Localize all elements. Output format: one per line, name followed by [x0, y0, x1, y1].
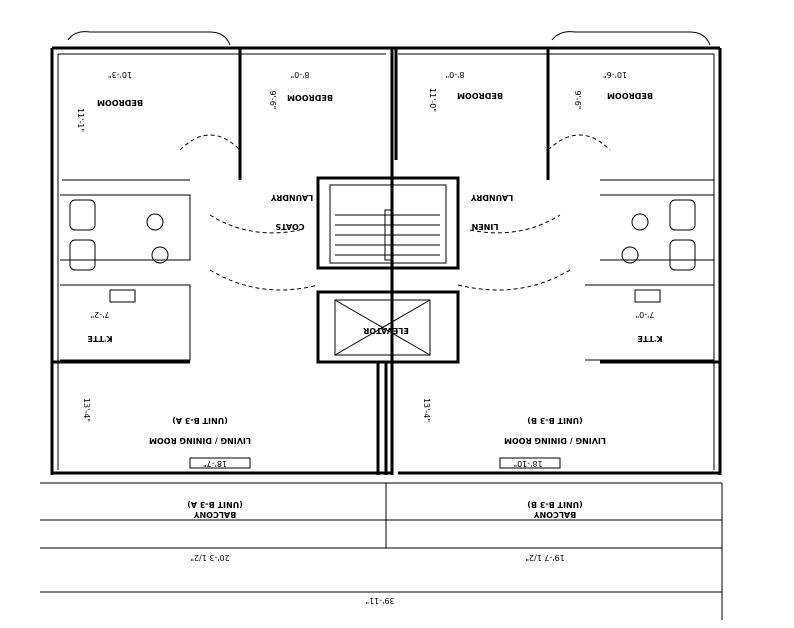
living-b-width: 18'-10" [513, 459, 542, 468]
walls [40, 31, 723, 620]
laundry-a-label: LAUNDRY [271, 193, 314, 202]
bedroom-2-depth: 9'-6" [268, 91, 277, 110]
kitchen-a-label: K'TTE [87, 334, 112, 343]
kitchen-b-label: K'TTE [637, 334, 662, 343]
bedroom-3-depth: 11'-0" [428, 88, 437, 112]
kitchen-b-dim: 7'-0" [636, 310, 655, 319]
balcony-a-unit: (UNIT B-3 A) [187, 500, 243, 509]
balcony-a-label: BALCONY [194, 510, 237, 519]
balcony-b-dim: 19'-7 1/2" [525, 553, 564, 562]
room-labels: BEDROOM 10'-3" 11'-1" BEDROOM 8'-0" 9'-6… [76, 70, 663, 605]
living-b-unit: (UNIT B-3 B) [527, 416, 583, 425]
living-a-unit: (UNIT B-3 A) [172, 416, 228, 425]
bedroom-1-width: 10'-3" [108, 70, 132, 79]
linen-closet-label: LINEN [472, 222, 499, 231]
elevator-label: ELEVATOR [363, 326, 409, 335]
living-a-label: LIVING / DINING ROOM [149, 436, 251, 445]
living-b-depth: 13'-4" [422, 398, 431, 422]
kitchen-a-dim: 7'-2" [91, 310, 110, 319]
bedroom-4-label: BEDROOM [607, 91, 653, 100]
laundry-b-label: LAUNDRY [471, 193, 514, 202]
bedroom-4-width: 10'-6" [603, 70, 627, 79]
bedroom-1-label: BEDROOM [97, 98, 143, 107]
bedroom-1-depth: 11'-1" [76, 108, 85, 132]
balcony-b-unit: (UNIT B-3 B) [527, 500, 583, 509]
bedroom-2-width: 8'-0" [291, 70, 310, 79]
overall-dim: 39'-11" [365, 596, 394, 605]
bedroom-2-label: BEDROOM [287, 93, 333, 102]
coats-closet-label: COATS [275, 222, 304, 231]
bedroom-4-depth: 9'-6" [573, 91, 582, 110]
living-b-label: LIVING / DINING ROOM [504, 436, 606, 445]
living-a-depth: 13'-4" [82, 398, 91, 422]
bedroom-3-width: 8'-0" [446, 70, 465, 79]
bedroom-3-label: BEDROOM [457, 91, 503, 100]
living-a-width: 18'-7" [203, 459, 227, 468]
balcony-a-dim: 20'-3 1/2" [190, 553, 229, 562]
balcony-b-label: BALCONY [534, 510, 577, 519]
